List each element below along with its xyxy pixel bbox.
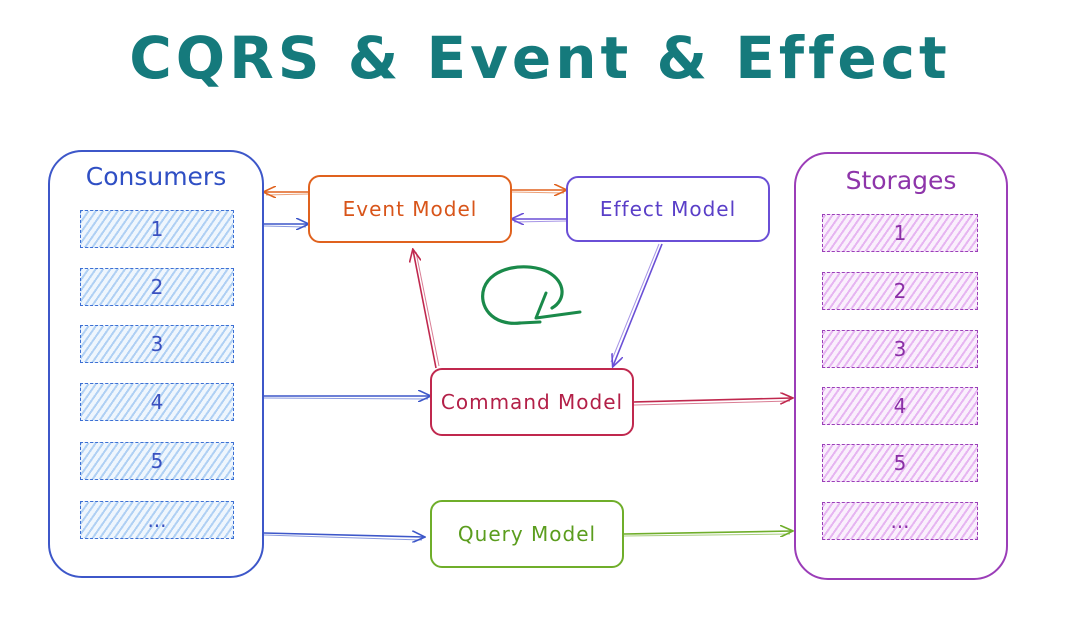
arrow-command-to-event: [413, 250, 437, 369]
storage-item: 1: [822, 214, 978, 252]
consumer-item: 5: [80, 442, 234, 480]
storage-item: ...: [822, 502, 978, 540]
arrow-consumers-to-query: [263, 533, 424, 537]
arrow-command-to-storages: [633, 398, 792, 402]
consumer-item: 1: [80, 210, 234, 248]
storage-item: 5: [822, 444, 978, 482]
consumer-item: ...: [80, 501, 234, 539]
storages-label: Storages: [845, 166, 957, 195]
storage-item: 4: [822, 387, 978, 425]
consumer-item: 2: [80, 268, 234, 306]
consumers-label: Consumers: [85, 162, 227, 191]
consumer-item: 3: [80, 325, 234, 363]
consumer-item: 4: [80, 383, 234, 421]
arrow-query-to-storages: [623, 531, 792, 534]
page-title: CQRS & Event & Effect: [129, 24, 951, 92]
query-model-node: Query Model: [430, 500, 624, 568]
arrow-effect-to-command: [613, 243, 663, 366]
effect-model-node: Effect Model: [566, 176, 770, 242]
cycle-icon: [481, 265, 582, 325]
command-model-node: Command Model: [430, 368, 634, 436]
consumers-group: Consumers 1 2 3 4 5 ...: [48, 150, 264, 578]
storages-group: Storages 1 2 3 4 5 ...: [794, 152, 1008, 580]
storage-item: 2: [822, 272, 978, 310]
event-model-node: Event Model: [308, 175, 512, 243]
storage-item: 3: [822, 330, 978, 368]
